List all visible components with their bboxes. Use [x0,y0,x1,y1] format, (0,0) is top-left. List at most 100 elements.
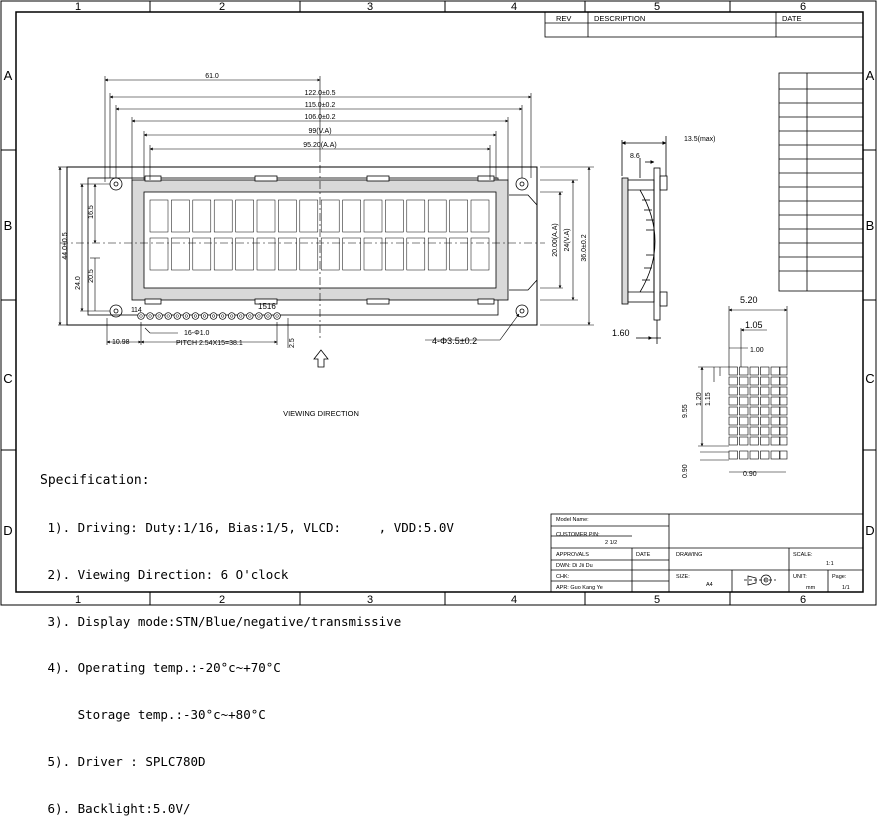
pin-hole-icon [148,314,152,318]
drawing-label: DRAWING [676,552,702,558]
pin-icon [228,312,236,320]
dim-24-va: 24(V.A) [564,228,571,251]
dot-cell [760,416,770,426]
dot-cell [728,426,738,436]
dim-24: 24.0 [75,276,82,290]
pin-hole-icon [221,314,225,318]
pin-hole-icon [175,314,179,318]
char-cell [385,237,404,271]
dot-cell [739,406,749,416]
row-label: D [865,523,874,538]
dim-20-aa: 20.00(A.A) [552,223,559,256]
char-cell [363,237,383,271]
dot-cell [728,366,738,376]
date-label: DATE [636,552,651,558]
pin-1516-label: 1516 [258,302,276,311]
customer-label: CUSTOMER P/N: [556,532,600,538]
dot-cell [728,406,738,416]
dim-10-98: 10.98 [112,339,130,346]
spec-line: Storage temp.:-30°c~+80°C [40,707,266,723]
char-cell [363,199,383,233]
col-label: 6 [800,594,806,606]
dot-cell [739,426,749,436]
col-label: 5 [654,1,660,13]
char-cell [320,237,340,271]
dim-115: 115.0±0.2 [305,102,336,109]
pin-icon [137,312,145,320]
page-value: 1/1 [842,585,850,591]
char-cell [342,199,361,233]
char-cell [192,237,212,271]
pin-hole-icon [166,314,170,318]
col-label: 2 [219,594,225,606]
cursor-cell [728,450,738,460]
spec-line: 4). Operating temp.:-20°c~+70°C [40,660,281,676]
dim-13-5: 13.5(max) [684,136,716,143]
dot-cell [739,386,749,396]
pin-icon [264,312,272,320]
dim-0-90-v: 0.90 [682,464,689,478]
dim-99: 99(V.A) [308,128,331,135]
size-value: A4 [706,582,713,588]
cursor-cell [779,450,788,460]
pin-icon [255,312,263,320]
dim-106: 106.0±0.2 [304,114,335,121]
pin-pitch: PITCH 2.54X15=38.1 [176,340,243,347]
pin-hole-icon [230,314,234,318]
row-label: C [3,371,12,386]
dot-cell [760,366,770,376]
specification-title: Specification: [40,473,150,489]
pin-hole-icon [202,314,207,318]
approved-by: APR: Guo Kang Ye [556,585,603,591]
spec-line: 2). Viewing Direction: 6 O'clock [40,566,289,582]
pin-hole-icon [257,314,261,318]
dim-1-00: 1.00 [750,347,764,354]
date-header: DATE [782,14,801,23]
col-label: 2 [219,1,225,13]
dim-61: 61.0 [205,73,219,80]
char-cell [256,199,276,233]
col-label: 4 [511,594,517,606]
dot-cell [749,386,759,396]
dot-cell [779,406,788,416]
dot-cell [770,396,780,406]
pin-row [137,312,281,320]
scale-value: 1:1 [826,561,834,567]
char-cell [406,237,426,271]
dim-44: 44.0±0.5 [62,232,69,259]
row-label: A [4,68,13,83]
dot-cell [779,436,788,446]
pin-icon [182,312,191,320]
row-label: D [3,523,12,538]
viewing-direction-label: VIEWING DIRECTION [283,409,359,418]
row-label: A [866,68,875,83]
dot-cell [779,376,788,386]
dot-cell [770,436,780,446]
cursor-cell [749,450,759,460]
dot-cell [770,426,780,436]
char-cell [213,199,233,233]
pin-hole-icon [239,314,243,318]
spec-line: 1). Driving: Duty:1/16, Bias:1/5, VLCD: … [40,519,454,535]
viewing-arrow-icon [313,349,329,368]
cursor-cell [770,450,780,460]
dim-1-05: 1.05 [745,320,763,330]
customer-value: 2 1/2 [605,540,617,546]
dot-cell [749,436,759,446]
char-cell [213,237,233,271]
dim-5-20: 5.20 [740,295,758,305]
col-label: 5 [654,594,660,606]
dot-cell [749,376,759,386]
pin-diameter: 16-Φ1.0 [184,330,210,337]
spec-line: 6). Backlight:5.0V/ [40,800,191,816]
mount-hole [515,304,529,318]
dot-cell [749,406,759,416]
dot-cell [760,436,770,446]
char-cell [427,199,447,233]
char-cell [171,237,190,271]
cursor-cell [739,450,749,460]
dot-cell [739,436,749,446]
pin-hole-icon [184,314,188,318]
char-cell [427,237,447,271]
char-cell [406,199,426,233]
